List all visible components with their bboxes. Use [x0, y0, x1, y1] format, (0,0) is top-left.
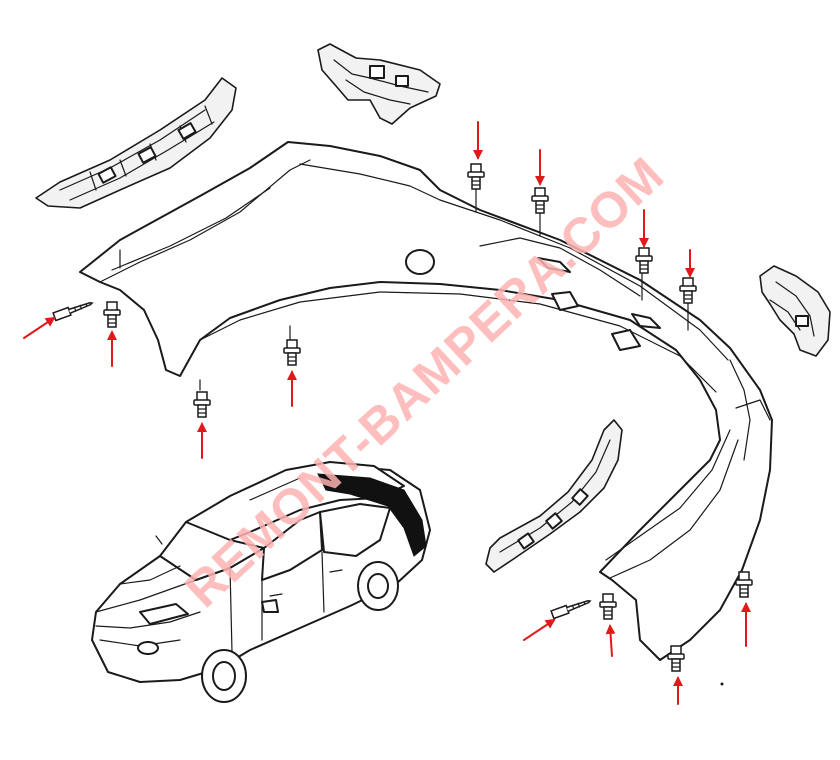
lower-right-bracket: [485, 419, 623, 573]
bolt-right-2: [735, 571, 753, 598]
bolt-top-4: [679, 277, 697, 304]
upper-center-bracket: [317, 43, 441, 125]
bolt-right-3: [667, 645, 685, 672]
car-illustration: [91, 461, 431, 703]
bolt-left-2: [283, 339, 301, 366]
dot-mark: [720, 682, 724, 686]
right-side-bracket: [759, 265, 831, 357]
screw-left: [52, 298, 95, 322]
bolt-top-2: [531, 187, 549, 214]
bolt-top-3: [635, 247, 653, 274]
bolt-right-1: [599, 593, 617, 620]
bolt-left-3: [193, 391, 211, 418]
screw-right: [550, 596, 593, 620]
bolt-top-1: [467, 163, 485, 190]
rear-bumper-cover: [79, 141, 773, 661]
bolt-left-1: [103, 301, 121, 328]
fastener-arrows: [23, 121, 751, 705]
left-side-bracket: [35, 77, 237, 209]
